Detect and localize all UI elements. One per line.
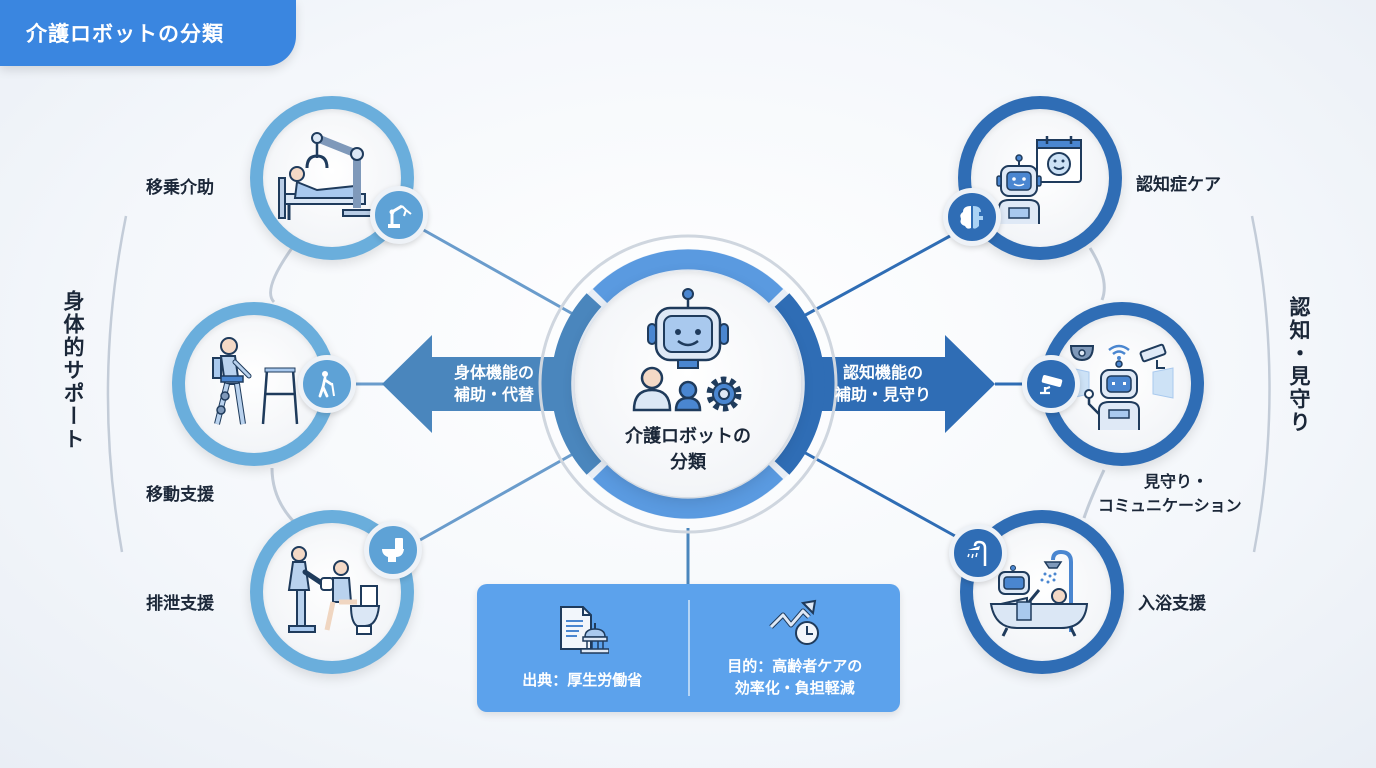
transfer-robot-arm-bed-icon	[278, 132, 378, 220]
robot-cameras-wifi-icon	[1069, 343, 1174, 430]
brain-puzzle-icon	[960, 206, 983, 229]
node-mobility-support[interactable]	[172, 302, 336, 466]
badge-shower	[949, 524, 1007, 582]
center-title: 介護ロボットの 分類	[588, 424, 788, 476]
security-camera-icon	[1040, 374, 1063, 395]
robot-bathtub-shower-icon	[989, 549, 1089, 637]
label-mobility-support: 移動支援	[146, 485, 214, 505]
label-bathing-support: 入浴支援	[1138, 594, 1206, 614]
left-arrow-line2: 補助・代替	[453, 385, 534, 404]
shower-icon	[967, 540, 987, 566]
purpose-text: 目的：高齢者ケアの 効率化・負担軽減	[727, 655, 862, 699]
walking-exoskeleton-walker-icon	[212, 337, 299, 425]
badge-security-camera	[1022, 355, 1080, 413]
label-excretion-support: 排泄支援	[146, 594, 214, 614]
info-source: 出典：厚生労働省	[477, 584, 688, 712]
source-text: 出典：厚生労働省	[522, 671, 643, 689]
label-transfer-assist: 移乗介助	[146, 178, 214, 198]
label-dementia-care: 認知症ケア	[1136, 175, 1221, 195]
toilet-assist-icon	[287, 546, 381, 635]
right-group-arc	[1250, 215, 1271, 553]
info-purpose: 目的：高齢者ケアの 効率化・負担軽減	[690, 584, 901, 712]
label-monitoring-communication: 見守り・ コミュニケーション	[1098, 470, 1242, 518]
right-arrow-label: 認知機能の 補助・見守り	[818, 362, 948, 406]
group-label-physical: 身体的サポート	[61, 290, 85, 451]
center-node	[575, 271, 801, 497]
label-monitoring-line1: 見守り・	[1144, 472, 1209, 491]
badge-walking	[298, 355, 356, 413]
left-arrow-label: 身体機能の 補助・代替	[424, 362, 564, 406]
badge-brain	[943, 188, 1001, 246]
purpose-line2: 効率化・負担軽減	[734, 679, 855, 697]
badge-robot-arm	[370, 186, 428, 244]
left-group-arc	[106, 215, 128, 553]
info-divider	[687, 600, 690, 696]
walking-cane-person-icon	[318, 371, 335, 398]
group-label-cognitive: 認知・見守り	[1287, 296, 1311, 434]
right-arrow-line2: 補助・見守り	[834, 385, 931, 404]
left-arrow	[382, 335, 570, 433]
toilet-icon	[382, 538, 404, 562]
purpose-line1: 目的：高齢者ケアの	[727, 657, 863, 675]
page-title: 介護ロボットの分類	[0, 0, 296, 66]
left-arrow-line1: 身体機能の	[453, 363, 534, 382]
center-title-line1: 介護ロボットの	[625, 426, 751, 447]
right-arrow-line1: 認知機能の	[842, 363, 923, 382]
right-arrow	[806, 335, 995, 433]
robot-arm-icon	[388, 204, 412, 228]
robot-with-people-gear-icon	[632, 288, 742, 412]
document-government-icon	[560, 606, 610, 654]
badge-toilet	[364, 521, 422, 579]
trend-up-clock-icon	[768, 599, 819, 645]
label-monitoring-line2: コミュニケーション	[1098, 496, 1242, 515]
info-box: 出典：厚生労働省 目的：高齢者ケアの 効率化・負担軽減	[477, 584, 900, 712]
center-title-line2: 分類	[670, 452, 706, 473]
robot-calendar-smile-icon	[996, 136, 1082, 224]
